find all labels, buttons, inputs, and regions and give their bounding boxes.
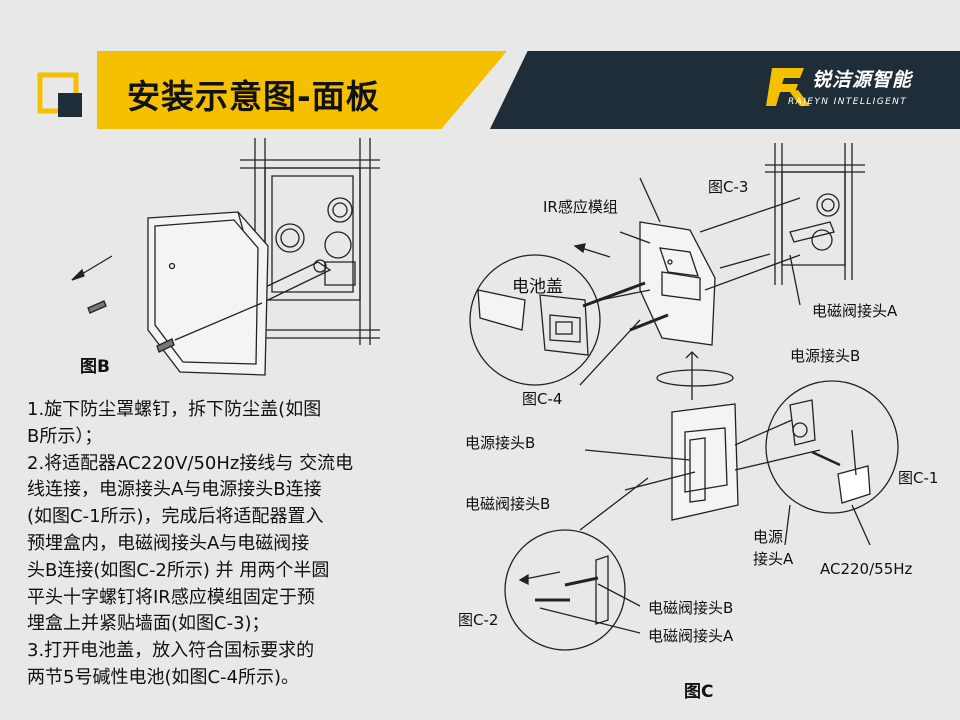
label-battery-cover: 电池盖 xyxy=(512,277,563,297)
label-power-b-top: 电源接头B xyxy=(790,347,861,365)
label-power-a-line1: 电源 xyxy=(753,528,784,546)
instruction-line: 2.将适配器AC220V/50Hz接线与 交流电 xyxy=(27,452,354,474)
header-yellow-band xyxy=(97,51,507,129)
instruction-line: 平头十字螺钉将IR感应模组固定于预 xyxy=(27,586,315,608)
figure-c-illustration xyxy=(469,143,899,651)
label-c1: 图C-1 xyxy=(898,469,939,487)
label-power-b-mid: 电源接头B xyxy=(465,434,536,452)
instruction-line: 预埋盒内，电磁阀接头A与电磁阀接 xyxy=(27,532,310,554)
figure-b-illustration xyxy=(71,138,380,376)
page-title: 安装示意图-面板 xyxy=(127,77,380,116)
header-brand-band xyxy=(490,51,960,129)
instruction-steps: 1.旋下防尘罩螺钉，拆下防尘盖(如图 B所示）； 2.将适配器AC220V/50… xyxy=(27,397,437,692)
instruction-line: (如图C-1所示)，完成后将适配器置入 xyxy=(27,506,324,528)
label-c3: 图C-3 xyxy=(708,178,749,196)
brand-logo-icon xyxy=(766,68,810,106)
label-valve-a-bottom: 电磁阀接头A xyxy=(648,627,734,645)
instruction-line: 两节5号碱性电池(如图C-4所示)。 xyxy=(27,666,300,688)
brand-name-en: RAJEYN INTELLIGENT xyxy=(788,97,908,107)
instruction-line: 线连接，电源接头A与电源接头B连接 xyxy=(27,479,322,501)
label-valve-b-bottom: 电磁阀接头B xyxy=(648,599,734,617)
title-square-icon xyxy=(37,72,82,117)
instruction-line: 头B连接(如图C-2所示) 并 用两个半圆 xyxy=(27,559,330,581)
label-power-a-line2: 接头A xyxy=(753,550,794,568)
label-c2: 图C-2 xyxy=(458,611,499,629)
instruction-line: 1.旋下防尘罩螺钉，拆下防尘盖(如图 xyxy=(27,399,322,420)
instruction-line: 埋盒上并紧贴墙面(如图C-3)； xyxy=(27,613,270,635)
figure-b-caption: 图B xyxy=(80,357,110,377)
label-ac-rating: AC220/55Hz xyxy=(820,560,913,578)
label-valve-b-mid: 电磁阀接头B xyxy=(465,495,551,513)
brand-name-cn: 锐洁源智能 xyxy=(812,69,913,91)
label-ir-module: IR感应模组 xyxy=(543,198,618,216)
label-valve-a-top: 电磁阀接头A xyxy=(812,302,898,320)
instruction-line: 3.打开电池盖，放入符合国标要求的 xyxy=(27,640,315,662)
instruction-line: B所示）； xyxy=(27,425,103,447)
label-c4: 图C-4 xyxy=(522,390,563,408)
figure-c-caption: 图C xyxy=(684,682,714,702)
